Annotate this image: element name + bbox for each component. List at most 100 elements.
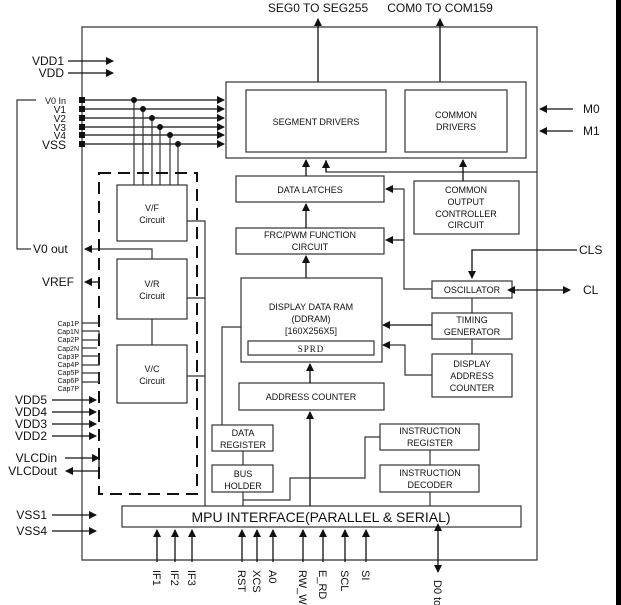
cap-label: Cap4P bbox=[58, 362, 80, 369]
v4-label: V4 bbox=[54, 131, 67, 142]
bus-holder-block bbox=[211, 464, 274, 493]
segment-drivers-block bbox=[245, 89, 387, 153]
v0-in-label: V0 In bbox=[45, 96, 66, 106]
dac-label-3: COUNTER bbox=[450, 383, 495, 393]
vdd2-label: VDD2 bbox=[15, 429, 47, 443]
cap-label: Cap7P bbox=[58, 386, 80, 393]
pin-label: RW_W bbox=[296, 570, 308, 605]
bus-holder-label-1: BUS bbox=[234, 469, 253, 479]
ddram-label-2: (DDRAM) bbox=[292, 314, 331, 324]
data-register-label-1: DATA bbox=[232, 428, 255, 438]
frc-label-2: CIRCUIT bbox=[292, 242, 329, 252]
pin-label: RST bbox=[235, 570, 247, 592]
com-output-label: COM0 TO COM159 bbox=[387, 1, 493, 15]
oscillator-label: OSCILLATOR bbox=[444, 285, 501, 295]
right-edge bbox=[616, 0, 621, 605]
vref-label: VREF bbox=[42, 275, 74, 289]
id-label-2: DECODER bbox=[407, 480, 453, 490]
vr-label-1: V/R bbox=[144, 279, 160, 289]
address-counter-label: ADDRESS COUNTER bbox=[266, 392, 357, 402]
timing-label-1: TIMING bbox=[456, 315, 488, 325]
v3-label: V3 bbox=[54, 123, 67, 134]
pin-label: SCL bbox=[338, 570, 350, 591]
data-register-label-2: REGISTER bbox=[220, 440, 267, 450]
common-drivers-label-2: DRIVERS bbox=[436, 122, 476, 132]
pin-label: A0 bbox=[266, 570, 278, 583]
m0-label: M0 bbox=[583, 102, 600, 116]
vlcdin-label: VLCDin bbox=[16, 451, 57, 465]
frc-label-1: FRC/PWM FUNCTION bbox=[264, 230, 356, 240]
common-output-controller-block bbox=[413, 180, 520, 235]
address-counter-block bbox=[238, 382, 385, 411]
vdd1-label: VDD1 bbox=[32, 54, 64, 68]
instruction-register-block bbox=[379, 423, 480, 451]
pin-label: IF2 bbox=[168, 570, 180, 586]
power-circuit-dashed-block bbox=[98, 172, 198, 495]
coc-label-3: CONTROLLER bbox=[435, 209, 497, 219]
v0-out-arrow bbox=[84, 245, 153, 260]
coc-label-4: CIRCUIT bbox=[448, 220, 485, 230]
v1-label: V1 bbox=[54, 105, 67, 116]
common-drivers-label-1: COMMON bbox=[435, 110, 477, 120]
vss1-label: VSS1 bbox=[16, 508, 47, 522]
cap-label: Cap5P bbox=[58, 370, 80, 377]
cl-label: CL bbox=[583, 283, 599, 297]
id-label-1: INSTRUCTION bbox=[399, 468, 461, 478]
vr-circuit-block bbox=[116, 258, 188, 320]
dac-label-2: ADDRESS bbox=[450, 371, 494, 381]
cls-label: CLS bbox=[579, 243, 602, 257]
vf-label-2: Circuit bbox=[139, 215, 165, 225]
cap-label: Cap3P bbox=[58, 354, 80, 361]
sprd-block bbox=[247, 340, 375, 356]
v0-loop-wire bbox=[16, 99, 36, 250]
pin-label: IF3 bbox=[185, 570, 197, 586]
data-latches-label: DATA LATCHES bbox=[277, 185, 343, 195]
vdd4-label: VDD4 bbox=[15, 405, 47, 419]
ir-label-1: INSTRUCTION bbox=[399, 426, 461, 436]
vlcdout-label: VLCDout bbox=[8, 464, 57, 478]
cap-label: Cap6P bbox=[58, 378, 80, 385]
mpu-interface-label: MPU INTERFACE(PARALLEL & SERIAL) bbox=[191, 509, 450, 525]
segment-drivers-label: SEGMENT DRIVERS bbox=[273, 117, 360, 127]
pin-label: XCS bbox=[250, 570, 262, 593]
v2-label: V2 bbox=[54, 114, 67, 125]
v0-out-label: V0 out bbox=[33, 242, 68, 256]
vss4-label: VSS4 bbox=[16, 524, 47, 538]
voltage-rails bbox=[79, 96, 225, 185]
data-latches-block bbox=[235, 175, 385, 203]
mpu-interface-block bbox=[121, 505, 522, 528]
pin-label: IF1 bbox=[150, 570, 162, 586]
vdd5-label: VDD5 bbox=[15, 393, 47, 407]
vr-label-2: Circuit bbox=[139, 291, 165, 301]
coc-label-1: COMMON bbox=[445, 185, 487, 195]
timing-generator-block bbox=[431, 312, 513, 340]
cap-label: Cap2P bbox=[58, 337, 80, 344]
instruction-decoder-block bbox=[379, 464, 480, 493]
common-drivers-block bbox=[404, 89, 508, 153]
cap-pins: Cap1P Cap1N Cap2P Cap2N Cap3P Cap4P Cap5… bbox=[57, 321, 100, 393]
m1-label: M1 bbox=[583, 124, 600, 138]
pin-label: E_RD bbox=[316, 570, 328, 599]
pin-label: SI bbox=[359, 570, 371, 580]
vc-label-1: V/C bbox=[144, 364, 160, 374]
pin-label: D0 to bbox=[431, 580, 443, 605]
seg-output-label: SEG0 TO SEG255 bbox=[268, 1, 369, 15]
vdd3-label: VDD3 bbox=[15, 417, 47, 431]
cap-label: Cap2N bbox=[57, 346, 79, 353]
frc-pwm-block bbox=[235, 227, 385, 255]
ir-label-2: REGISTER bbox=[407, 438, 454, 448]
vc-circuit-block bbox=[116, 344, 188, 404]
coc-label-2: OUTPUT bbox=[448, 197, 486, 207]
ddram-label-3: [160X256X5] bbox=[285, 326, 337, 336]
sprd-label: SPRD bbox=[298, 344, 325, 354]
vss-label: VSS bbox=[42, 138, 66, 152]
vf-circuit-block bbox=[116, 184, 188, 242]
vdd-label: VDD bbox=[39, 66, 65, 80]
ddram-label-1: DISPLAY DATA RAM bbox=[269, 302, 353, 312]
power-bus-wire bbox=[187, 220, 206, 506]
cap-label: Cap1P bbox=[58, 321, 80, 328]
data-register-block bbox=[211, 424, 274, 452]
timing-label-2: GENERATOR bbox=[444, 327, 501, 337]
